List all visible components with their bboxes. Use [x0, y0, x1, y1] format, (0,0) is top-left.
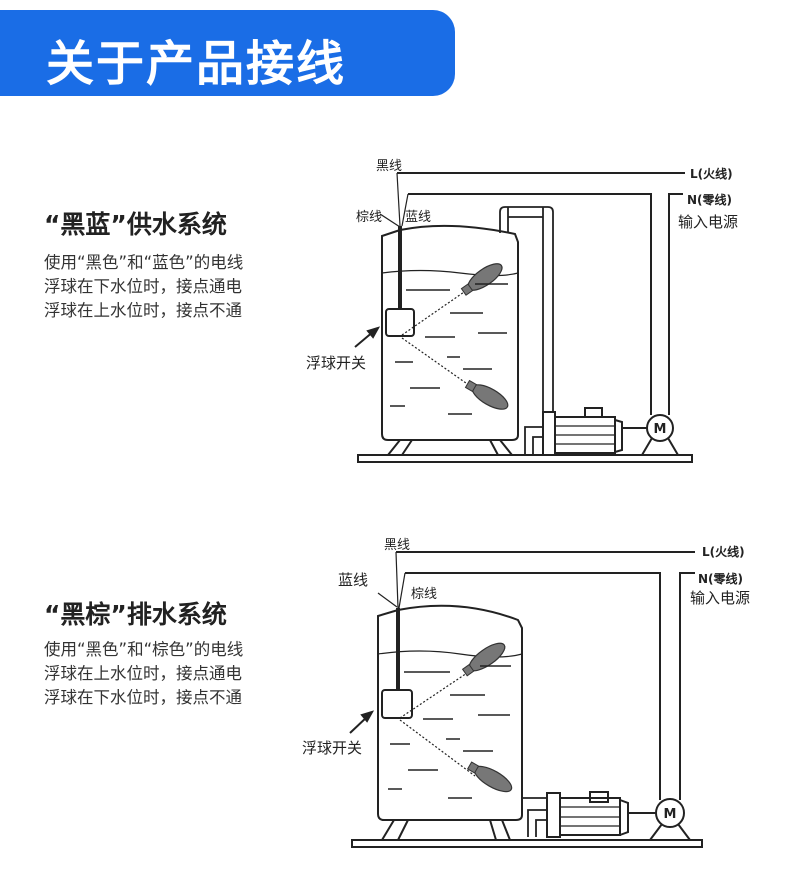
float-switch-label: 浮球开关	[306, 354, 367, 372]
brown-wire-label: 棕线	[356, 210, 383, 225]
motor-label: M	[664, 807, 677, 822]
section1-line: 使用“黑色”和“蓝色”的电线	[44, 253, 244, 272]
water-level	[381, 269, 519, 277]
section1-line: 浮球在上水位时，接点不通	[44, 301, 242, 320]
blue-wire-pointer	[377, 592, 398, 608]
base-plate	[357, 454, 693, 463]
float-switch-body	[385, 308, 415, 337]
motor-circle	[646, 414, 674, 442]
brown-wire-label: 棕线	[411, 587, 438, 602]
brown-wire-pointer	[379, 213, 401, 228]
section2-line: 浮球在下水位时，接点不通	[44, 688, 242, 707]
float-travel-lines	[401, 289, 474, 389]
tank	[377, 604, 523, 821]
float-upper	[460, 263, 503, 296]
black-wire-label: 黑线	[376, 159, 403, 174]
section1-description: 使用“黑色”和“蓝色”的电线 浮球在下水位时，接点通电 浮球在上水位时，接点不通	[44, 251, 243, 323]
section2-line: 使用“黑色”和“棕色”的电线	[44, 640, 244, 659]
motor-terminal-box	[584, 407, 603, 418]
pump-inlet	[527, 809, 547, 837]
page-title: 关于产品接线	[46, 36, 347, 92]
title-banner: 关于产品接线	[0, 10, 455, 96]
pump-inlet	[524, 426, 543, 455]
float-travel-lines	[399, 672, 476, 777]
power-input-label: 输入电源	[678, 213, 739, 231]
motor-terminal-box	[589, 791, 609, 803]
live-label: L(火线)	[690, 167, 733, 181]
neutral-wire	[405, 572, 661, 800]
float-switch-label: 浮球开关	[302, 739, 363, 757]
neutral-label: N(零线)	[698, 572, 744, 586]
water-dashes	[388, 665, 511, 799]
drainage-wiring-diagram: M	[349, 551, 703, 848]
neutral-wire-2	[668, 193, 683, 415]
float-lower	[464, 379, 509, 410]
tank	[381, 224, 519, 441]
float-switch-body	[381, 689, 413, 719]
water-dashes	[390, 283, 508, 415]
section2-description: 使用“黑色”和“棕色”的电线 浮球在上水位时，接点通电 浮球在下水位时，接点不通	[44, 638, 243, 710]
pump-flange	[542, 411, 556, 456]
float-upper	[461, 642, 506, 677]
water-level	[377, 650, 523, 658]
live-label: L(火线)	[702, 545, 745, 559]
float-lower	[466, 761, 513, 793]
neutral-label: N(零线)	[687, 193, 733, 207]
power-input-label: 输入电源	[690, 589, 751, 607]
arrow-head-icon	[360, 710, 375, 723]
base-plate	[351, 839, 703, 848]
outlet-pipe	[499, 206, 554, 412]
motor-circle	[655, 798, 685, 828]
section1-heading: “黑蓝”供水系统	[44, 210, 227, 239]
blue-wire-label: 蓝线	[338, 571, 369, 589]
section2-line: 浮球在上水位时，接点通电	[44, 664, 242, 683]
neutral-wire	[408, 193, 652, 415]
arrow-head-icon	[366, 326, 381, 339]
black-wire-label: 黑线	[384, 538, 411, 553]
tank-legs	[387, 439, 513, 456]
blue-wire-label: 蓝线	[405, 210, 432, 225]
cable-wires	[396, 172, 409, 227]
pump-flange	[546, 792, 561, 838]
section2-heading: “黑棕”排水系统	[44, 600, 227, 629]
section1-line: 浮球在下水位时，接点通电	[44, 277, 242, 296]
cable-wires	[395, 551, 406, 609]
tank-legs	[381, 819, 511, 841]
neutral-wire-2	[679, 572, 695, 800]
motor-label: M	[654, 422, 667, 437]
supply-wiring-diagram: M	[354, 172, 693, 463]
